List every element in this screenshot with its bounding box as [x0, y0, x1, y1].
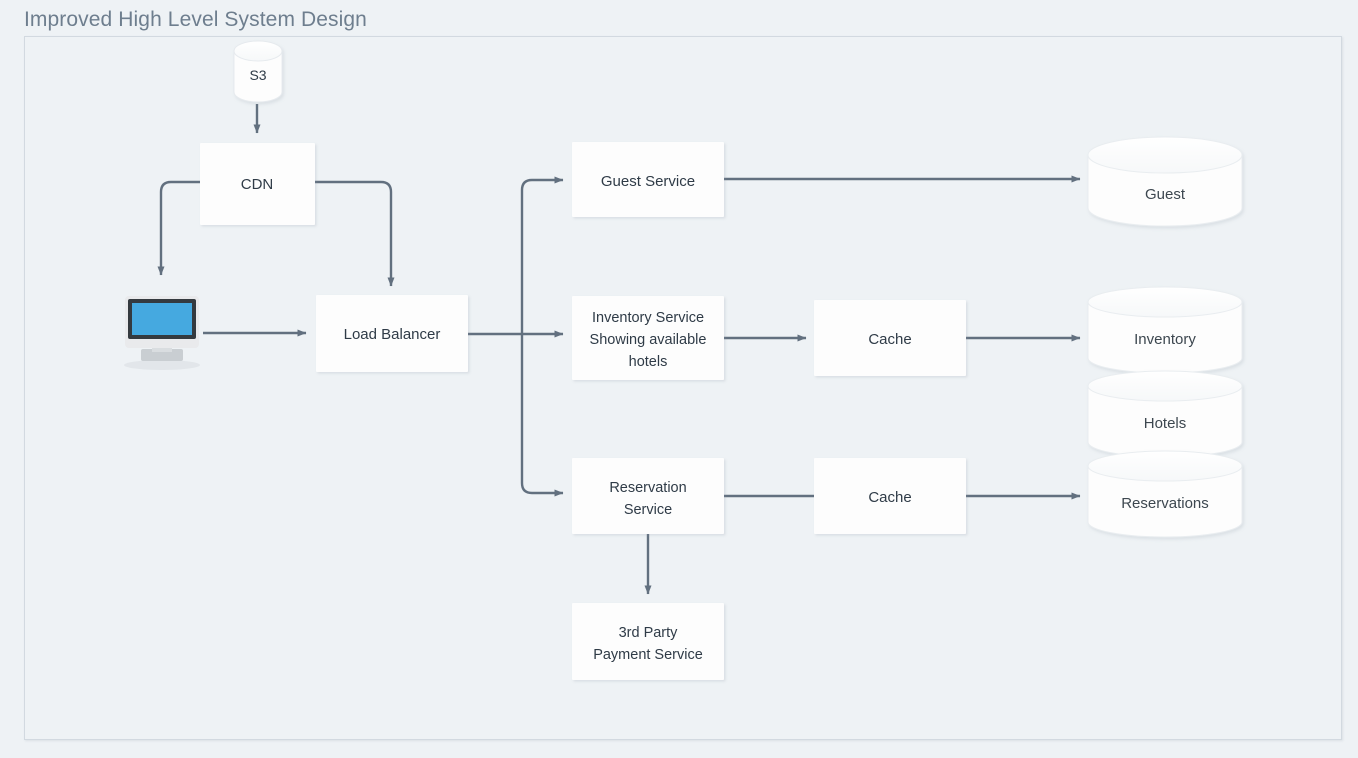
node-payment-service[interactable]: 3rd Party Payment Service [572, 603, 724, 680]
reservation-cache-label: Cache [868, 489, 911, 506]
node-inventory-cache[interactable]: Cache [814, 300, 966, 376]
reservation-service-line-1: Reservation [609, 480, 686, 496]
node-guest-service[interactable]: Guest Service [572, 142, 724, 217]
node-s3[interactable]: S3 [233, 40, 283, 103]
node-reservations-db[interactable]: Reservations [1087, 450, 1243, 538]
s3-cylinder-body [233, 50, 283, 103]
load-balancer-box [316, 295, 468, 372]
node-guest-db[interactable]: Guest [1087, 136, 1243, 227]
payment-service-line-2: Payment Service [593, 647, 703, 663]
guest-db-top [1087, 136, 1243, 174]
reservation-service-box [572, 458, 724, 534]
cdn-label: CDN [241, 176, 274, 193]
client-monitor-icon[interactable] [124, 296, 200, 370]
payment-service-line-1: 3rd Party [619, 625, 679, 641]
guest-service-label: Guest Service [601, 173, 695, 190]
node-reservation-service[interactable]: Reservation Service [572, 458, 724, 534]
cdn-box [200, 143, 315, 225]
payment-service-box [572, 603, 724, 680]
edge-cdn-to-client [157, 180, 200, 276]
s3-cylinder-top [233, 40, 283, 62]
edge-layer [157, 104, 1081, 595]
inventory-cache-box [814, 300, 966, 376]
inventory-service-line-3: hotels [629, 354, 668, 370]
reservation-service-line-2: Service [624, 502, 672, 518]
monitor-base [141, 349, 183, 361]
edge-load-balancer-to-guest-service [520, 176, 564, 334]
node-inventory-db[interactable]: Inventory [1087, 286, 1243, 374]
load-balancer-label: Load Balancer [344, 326, 441, 343]
reservations-db-label: Reservations [1121, 495, 1209, 512]
node-cdn[interactable]: CDN [200, 143, 315, 225]
node-hotels-db[interactable]: Hotels [1087, 370, 1243, 458]
node-inventory-service[interactable]: Inventory Service Showing available hote… [572, 296, 724, 380]
node-reservation-cache[interactable]: Cache [814, 458, 966, 534]
guest-db-label: Guest [1145, 186, 1186, 203]
guest-db-body [1087, 154, 1243, 227]
node-load-balancer[interactable]: Load Balancer [316, 295, 468, 372]
reservation-cache-box [814, 458, 966, 534]
monitor-screen [132, 303, 192, 335]
edge-load-balancer-to-reservation-service [520, 334, 564, 497]
reservations-db-top [1087, 450, 1243, 482]
inventory-db-top [1087, 286, 1243, 318]
s3-label: S3 [249, 67, 266, 83]
edge-cdn-to-load-balancer [315, 180, 395, 287]
inventory-cache-label: Cache [868, 331, 911, 348]
hotels-db-top [1087, 370, 1243, 402]
guest-service-box [572, 142, 724, 217]
reservations-db-body [1087, 465, 1243, 538]
inventory-service-box [572, 296, 724, 380]
hotels-db-label: Hotels [1144, 415, 1187, 432]
inventory-db-label: Inventory [1134, 331, 1196, 348]
page-title: Improved High Level System Design [24, 8, 367, 31]
monitor-shadow [124, 360, 200, 370]
inventory-service-line-2: Showing available [590, 332, 707, 348]
inventory-service-line-1: Inventory Service [592, 310, 704, 326]
